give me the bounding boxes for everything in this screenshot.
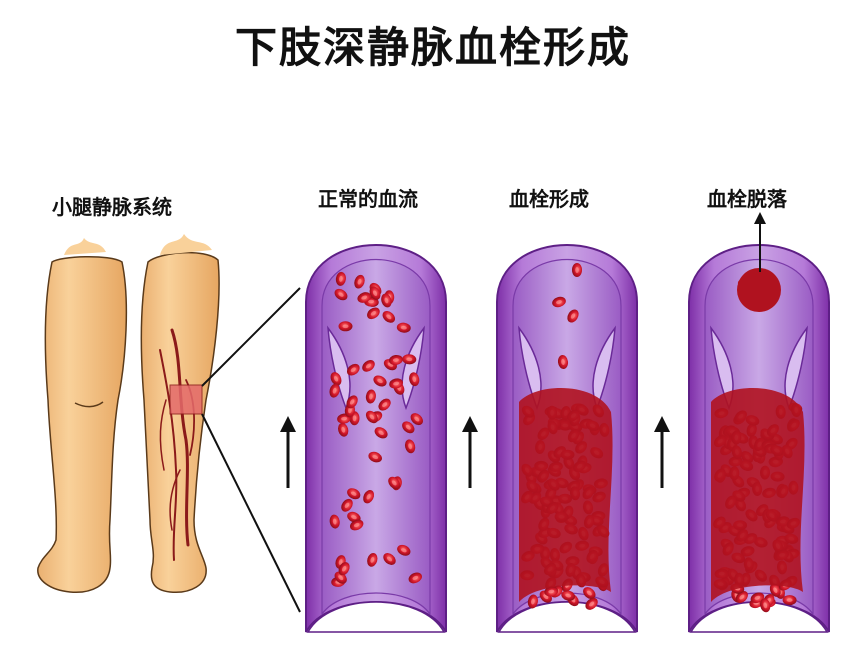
detach-arrow [754,212,766,272]
thrombus-detach-label: 血栓脱落 [707,187,787,211]
valve-right [401,325,425,411]
leg-veins [159,328,195,561]
leg-panel-label: 小腿静脉系统 [52,195,172,219]
page-title: 下肢深静脉血栓形成 [234,23,631,72]
thrombus-mass [711,388,805,602]
red-blood-cell [572,263,582,277]
detach-vein [688,244,830,633]
red-blood-cell [338,321,353,332]
detached-clot [737,268,781,312]
flow-arrows [280,416,670,488]
left-leg [37,238,128,593]
thrombus-mass [519,388,613,602]
thrombus-vein [496,244,638,633]
right-leg [140,234,220,593]
normal-flow-label: 正常的血流 [318,187,418,211]
normal-vein [305,244,447,633]
zoom-lines [201,287,301,613]
thrombus-formation-label: 血栓形成 [509,187,589,211]
highlight-region [169,384,203,415]
